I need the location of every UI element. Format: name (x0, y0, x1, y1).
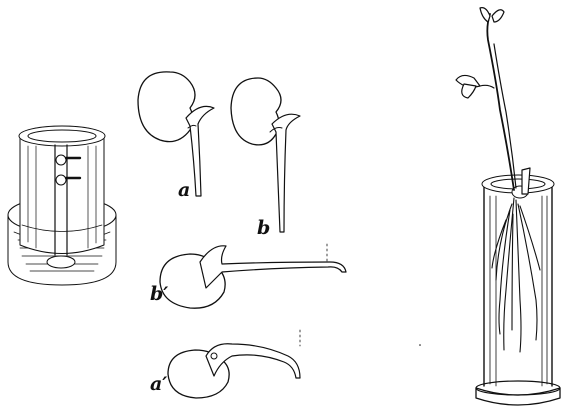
seed-a: a (138, 72, 214, 201)
speck (419, 344, 421, 346)
jar-apparatus (8, 126, 116, 285)
label-b-prime: b′ (150, 283, 168, 305)
seed-b-prime: b′ (150, 244, 346, 308)
label-b: b (257, 217, 270, 239)
seedling-tube (456, 8, 560, 405)
seed-a-prime: a′ (150, 330, 300, 398)
label-a-prime: a′ (150, 373, 167, 395)
label-a: a (178, 179, 190, 201)
seed-b: b (231, 78, 300, 239)
